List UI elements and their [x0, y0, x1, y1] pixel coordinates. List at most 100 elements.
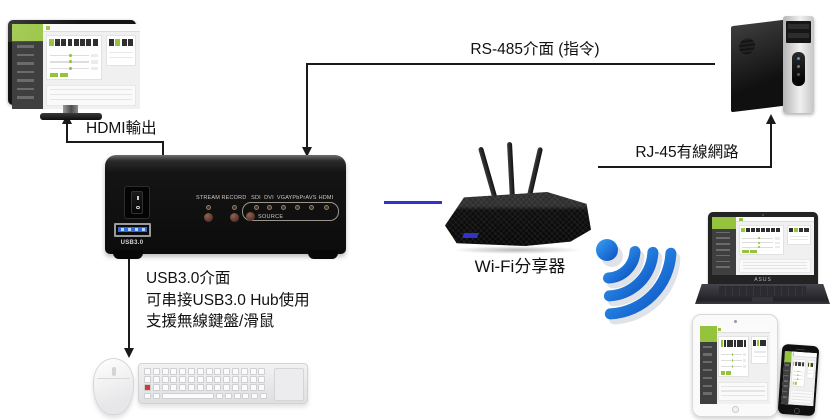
ui-preview-panel-right: [786, 224, 811, 246]
keyboard-key: [214, 384, 222, 391]
pc-side-panel: [731, 19, 784, 113]
ui-preview-button: [742, 250, 749, 254]
ui-preview-block: [753, 340, 756, 346]
ui-preview-slider: [721, 366, 742, 368]
indicator-led: [323, 204, 329, 210]
device-router-blue-link: [384, 201, 442, 204]
ui-preview-table: [45, 85, 137, 106]
usb3-port: [114, 223, 151, 237]
indicator-label: DVI: [264, 195, 274, 201]
ui-preview-line: [109, 51, 133, 54]
laptop: ASUS: [695, 208, 830, 308]
indicator-led: [205, 204, 211, 210]
ui-preview-menu-item: [16, 70, 35, 74]
ui-preview-sidebar-header: [712, 217, 737, 229]
ui-preview-block: [804, 227, 809, 232]
keyboard-key: [223, 368, 231, 375]
pc-drive-slot: [788, 33, 809, 38]
indicator-label: SDI: [251, 195, 261, 201]
keyboard-keys: [144, 368, 270, 401]
ui-preview-block: [766, 227, 771, 233]
ui-preview-main: [788, 351, 817, 407]
keyboard-key: [258, 384, 266, 391]
keyboard-key: [144, 368, 151, 375]
monitor-stand-neck: [63, 105, 78, 114]
ui-preview-line: [109, 56, 133, 59]
ui-preview-menu-item: [715, 237, 730, 240]
keyboard-key: [179, 384, 187, 391]
ui-preview-slider-value: [775, 241, 781, 244]
ui-preview-line: [808, 369, 813, 372]
ui-preview-menu-item: [16, 53, 35, 57]
mouse-seam: [97, 377, 130, 379]
ui-preview-main: [736, 217, 814, 275]
keyboard-key: [152, 376, 160, 383]
ui-preview-block: [794, 227, 799, 232]
hdmi-output-label: HDMI輸出: [86, 120, 157, 137]
keyboard-key: [188, 376, 195, 383]
phone-home-button: [793, 407, 800, 414]
ui-preview-slider-dot: [796, 378, 798, 381]
ui-preview-block: [751, 227, 756, 233]
ui-preview-block: [761, 227, 766, 233]
ui-preview-line: [753, 351, 766, 353]
keyboard-key: [161, 368, 169, 375]
ui-preview-block: [789, 227, 794, 232]
laptop-brand-logo: ASUS: [754, 277, 772, 283]
indicator-label: YPbPr: [288, 195, 306, 201]
ui-preview-topbar: [42, 24, 140, 32]
keyboard-key: [161, 384, 169, 391]
ui-preview-block: [743, 340, 747, 347]
ui-preview-button: [721, 370, 726, 375]
ui-preview-button: [59, 73, 68, 78]
ui-preview-menu-item: [715, 266, 730, 269]
laptop-screen: ASUS: [708, 212, 818, 284]
ui-preview-slider-value: [743, 365, 747, 369]
ui-preview-table-row: [791, 395, 811, 398]
rj45-line-horizontal: [598, 166, 772, 168]
power-on-mark: [137, 196, 139, 200]
ui-preview-menu-item: [783, 374, 789, 377]
ui-preview-topbar: [716, 326, 770, 334]
ui-preview-slider-dot: [731, 359, 733, 362]
ui-preview-table-row: [50, 89, 132, 91]
ui-preview-main: [42, 24, 140, 109]
keyboard-key: [233, 392, 241, 400]
keyboard-key: [170, 384, 178, 391]
ui-preview-block: [128, 39, 134, 46]
ui-preview-line: [753, 356, 766, 358]
smartphone: [777, 343, 820, 417]
router-antenna-left: [477, 146, 498, 201]
keyboard-key: [240, 384, 248, 391]
ui-preview-menu-item: [715, 254, 730, 257]
indicator-label: VGA: [276, 195, 290, 201]
laptop-camera: [762, 214, 764, 216]
ui-preview-slider-dot: [69, 60, 72, 64]
ui-preview-chip: [45, 26, 51, 30]
ui-preview-menu-item: [715, 231, 730, 234]
ui-preview-block: [771, 227, 775, 233]
ui-preview-block: [740, 340, 744, 347]
wireless-mouse: [93, 358, 134, 415]
usb-note: USB3.0介面 可串接USB3.0 Hub使用 支援無線鍵盤/滑鼠: [146, 268, 310, 333]
keyboard-key: [223, 384, 231, 391]
ui-preview-menu-item: [16, 62, 35, 65]
indicator-label: HDMI: [318, 195, 334, 201]
ui-preview-block: [730, 340, 734, 347]
ui-preview-menu-item: [16, 96, 35, 99]
keyboard-key: [152, 384, 160, 391]
ui-preview-block: [67, 39, 73, 47]
ui-preview-sidebar-header: [12, 24, 43, 41]
ui-preview-panel-left: [45, 35, 103, 81]
ui-preview-table-row: [742, 268, 808, 269]
ui-preview-panel-right: [751, 336, 768, 365]
ui-preview-line: [789, 235, 809, 237]
ui-preview-topbar: [791, 351, 817, 358]
laptop-base: [695, 284, 830, 304]
ui-preview-slider-value: [801, 378, 804, 381]
keyboard-key: [260, 392, 267, 400]
indicator-column: RECORD: [219, 195, 249, 222]
keyboard-key: [223, 376, 231, 383]
ui-preview-slider-value: [802, 374, 804, 377]
